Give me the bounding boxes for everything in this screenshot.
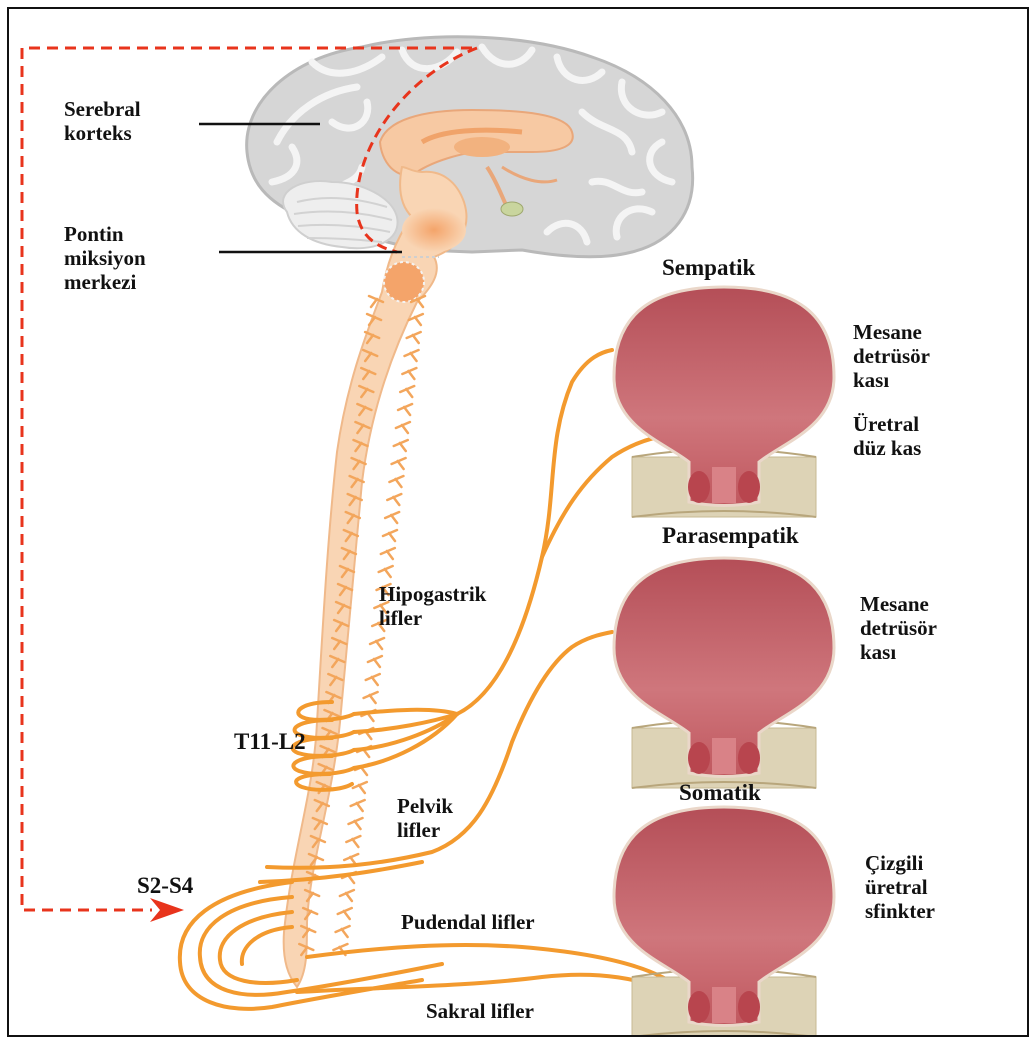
diagram-frame: Serebral korteks Pontin miksiyon merkezi… (7, 7, 1029, 1037)
nerve-rootlet (368, 656, 382, 667)
label-hipogastrik-lifler: Hipogastrik lifler (379, 582, 486, 630)
label-sempatik: Sempatik (662, 256, 755, 280)
nerve-rootlet (405, 350, 419, 361)
label-t11-l2: T11-L2 (234, 730, 306, 754)
nerve-rootlet (385, 512, 399, 523)
label-cizgili-uretral-sfinkter: Çizgili üretral sfinkter (865, 851, 935, 923)
label-pelvik-lifler: Pelvik lifler (397, 794, 453, 842)
label-parasempatik: Parasempatik (662, 524, 799, 548)
nerve-rootlet (336, 926, 350, 937)
nerve-rootlet (396, 422, 410, 433)
nerve-rootlet (389, 476, 403, 487)
nerve-rootlet (400, 386, 414, 397)
nerve-rootlet (338, 908, 352, 919)
nerve-rootlet (340, 890, 354, 901)
nerve-rootlet (346, 836, 360, 847)
nerve-rootlet (387, 494, 401, 505)
nerve-rootlet (381, 548, 395, 559)
nerve-rootlet (364, 692, 378, 703)
nerve-rootlet (370, 638, 384, 649)
nerve-rootlet (394, 440, 408, 451)
label-pudendal-lifler: Pudendal lifler (401, 910, 535, 934)
nerve-rootlet (366, 674, 380, 685)
bladder-icon (614, 287, 834, 517)
label-uretral-duz-kas: Üretral düz kas (853, 412, 921, 460)
nerve-rootlet (402, 368, 416, 379)
nerve-rootlet (407, 332, 421, 343)
nerve-rootlet (353, 782, 367, 793)
label-serebral-korteks: Serebral korteks (64, 97, 141, 145)
label-sakral-lifler: Sakral lifler (426, 999, 534, 1023)
label-mesane-detrusor-2: Mesane detrüsör kası (860, 592, 937, 664)
nerve-rootlet (349, 818, 363, 829)
label-pontin-miksiyon-merkezi: Pontin miksiyon merkezi (64, 222, 146, 294)
bladder-icon (614, 807, 834, 1037)
label-mesane-detrusor-1: Mesane detrüsör kası (853, 320, 930, 392)
nerve-rootlet (383, 530, 397, 541)
label-s2-s4: S2-S4 (137, 874, 193, 898)
bladder-icon (614, 558, 834, 788)
nerve-rootlet (351, 800, 365, 811)
brain-illustration (247, 37, 693, 257)
nerve-rootlet (398, 404, 412, 415)
nerve-rootlet (379, 566, 393, 577)
label-somatik: Somatik (679, 781, 761, 805)
nerve-rootlet (392, 458, 406, 469)
